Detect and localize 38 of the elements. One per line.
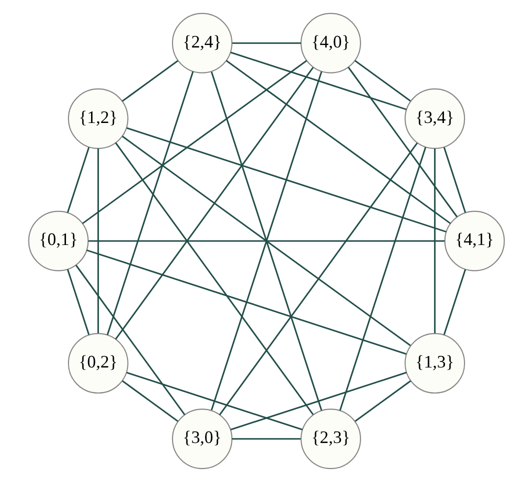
node-circle: {2,4} [171,12,232,73]
connector [66,146,90,212]
connector [82,60,307,224]
connector [121,60,178,102]
connector [442,146,466,212]
connector [86,248,406,354]
connector [218,142,418,415]
node-circle: {3,0} [171,408,232,469]
node-circle: {3,4} [404,88,465,148]
connector [442,268,466,334]
node-circle: {4,0} [300,12,361,73]
node-circle: {4,1} [444,210,504,271]
connector [230,51,406,110]
connector [126,126,446,232]
node-circle: {2,3} [300,408,361,469]
connector [88,240,444,242]
connector [230,371,406,430]
connector [434,148,436,333]
connector [338,146,426,410]
connector [114,142,314,414]
connector [74,264,185,415]
connector [354,380,411,422]
connector [106,70,194,335]
connector [126,371,302,430]
node-circle: {0,1} [28,210,88,271]
connector [225,60,450,224]
node-circle: {1,2} [67,88,128,148]
connector [232,42,300,44]
node-circle: {0,2} [67,332,128,394]
node-circle: {1,3} [404,332,465,394]
connector [96,148,98,333]
connector [347,66,458,217]
connector [232,438,300,440]
connector [66,268,90,334]
connector [114,66,314,340]
connector [121,380,178,422]
connector [121,135,410,346]
connector [354,60,410,102]
